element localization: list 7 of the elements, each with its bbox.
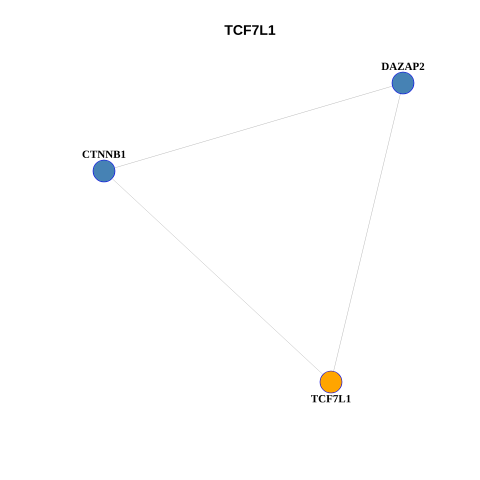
gene-label: CTNNB1	[82, 150, 126, 158]
title: TCF7L1	[224, 25, 276, 35]
edge-line	[114, 86, 392, 168]
gene-label: DAZAP2	[382, 62, 424, 70]
gene-label: TCF7L1	[311, 395, 351, 402]
edge-line	[333, 94, 401, 372]
edge-line	[112, 178, 323, 375]
